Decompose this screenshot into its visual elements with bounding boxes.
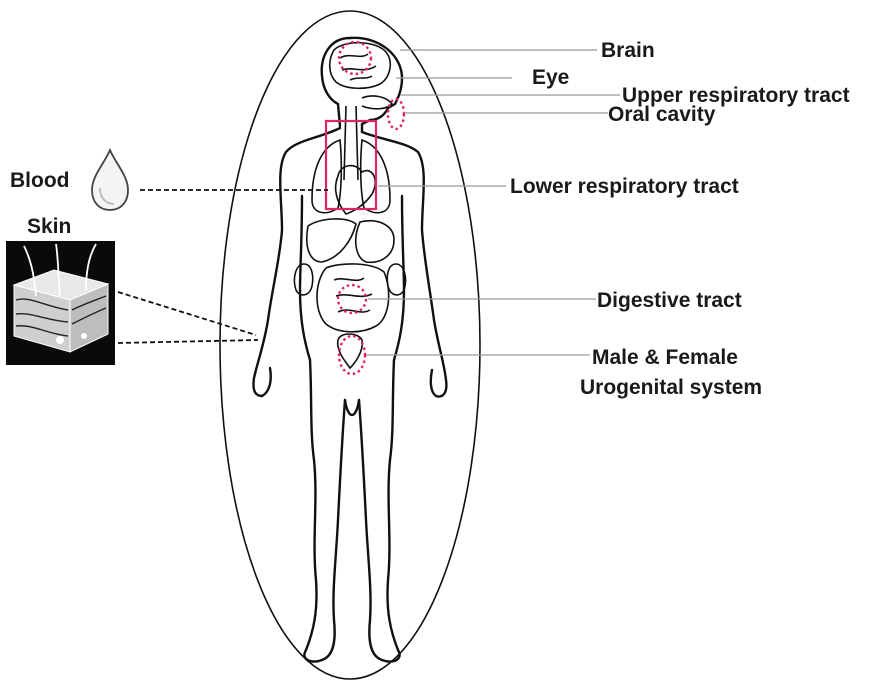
urogenital-highlight	[339, 336, 365, 374]
label-blood: Blood	[10, 170, 69, 191]
label-urogenital: Male & Female Urogenital system	[580, 343, 762, 404]
label-digestive: Digestive tract	[597, 290, 742, 311]
stomach	[356, 221, 394, 263]
label-eye: Eye	[532, 67, 569, 88]
brain-organ	[330, 43, 391, 89]
internal-organs	[294, 43, 405, 368]
skin-cross-section-icon	[6, 241, 115, 365]
human-body-outline	[253, 38, 446, 662]
highlights	[326, 42, 404, 374]
label-lower-respiratory: Lower respiratory tract	[510, 176, 739, 197]
intestines	[317, 264, 389, 332]
label-skin: Skin	[27, 216, 71, 237]
label-urogenital-line1: Male & Female	[580, 343, 762, 373]
skin-connector-top	[118, 292, 256, 335]
digestive-highlight	[338, 285, 366, 313]
liver	[307, 219, 356, 262]
skin-connector-bottom	[118, 340, 258, 343]
label-brain: Brain	[601, 40, 655, 61]
blood-drop-icon	[92, 150, 128, 210]
label-urogenital-line2: Urogenital system	[580, 373, 762, 403]
label-oral-cavity: Oral cavity	[608, 104, 715, 125]
left-kidney	[294, 264, 312, 295]
body-enclosing-ellipse	[220, 11, 480, 679]
